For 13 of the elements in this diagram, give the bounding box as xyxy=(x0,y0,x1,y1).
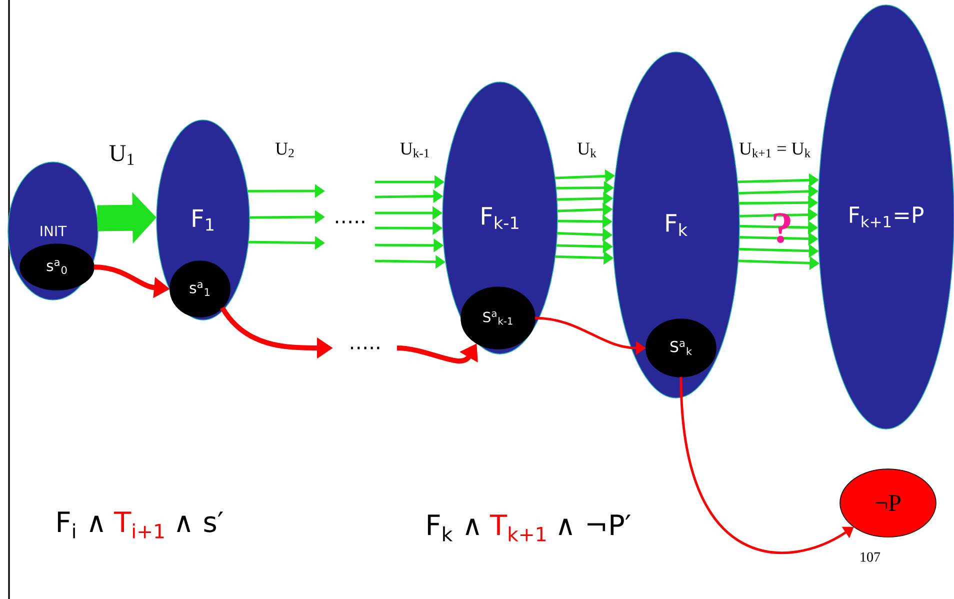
set-label: U$_{k-1}$ xyxy=(400,142,429,158)
formula-part: ∧ s′ xyxy=(177,512,224,532)
page-number: 107 xyxy=(860,552,880,562)
ellipsis-text: ….. xyxy=(336,220,364,224)
formula-part: ∧ ¬P′ xyxy=(558,514,631,535)
set-label: U$_{2}$ xyxy=(275,142,294,158)
formula-part: F$_{k}$ ∧ xyxy=(428,514,479,542)
set-label: U$_{1}$ xyxy=(109,145,134,165)
formula-part: F$_{i}$ ∧ xyxy=(58,512,104,538)
formula-part: T$_{i+1}$ xyxy=(114,512,164,538)
ellipsis-text: ….. xyxy=(350,346,380,350)
formula-part: T$_{k+1}$ xyxy=(490,514,546,542)
set-label: U$_{k}$ xyxy=(577,142,596,158)
